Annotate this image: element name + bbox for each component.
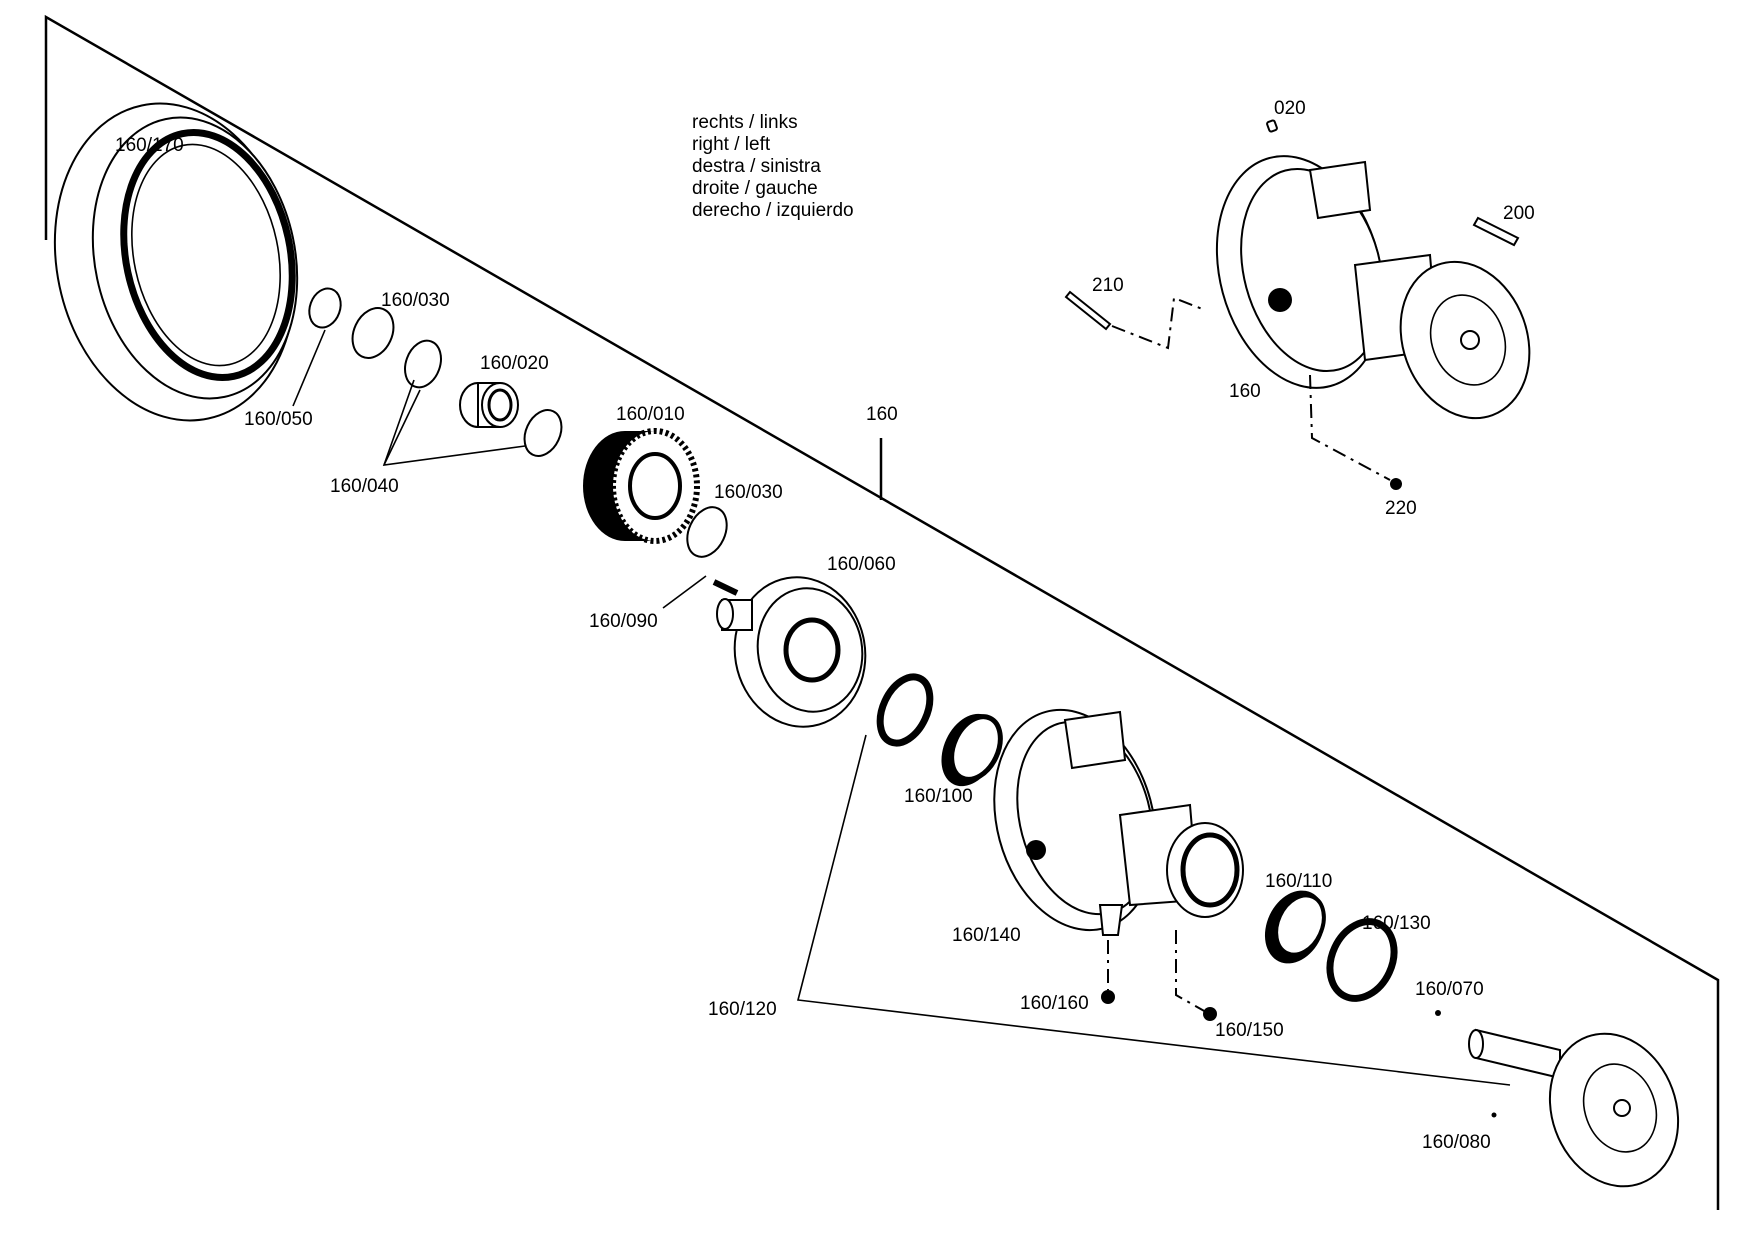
leader-pin-210 [1111, 296, 1206, 350]
legend-line-5: derecho / izquierdo [692, 200, 854, 221]
label-160: 160 [866, 404, 898, 425]
label-160-090: 160/090 [589, 611, 658, 632]
plug-150 [1203, 1007, 1217, 1021]
legend-line-2: right / left [692, 134, 771, 155]
shim-040a [404, 339, 442, 389]
label-160-160: 160/160 [1020, 993, 1089, 1014]
assembled-housing-160 [1215, 155, 1531, 420]
snap-ring-030b [686, 506, 728, 558]
label-160-030-a: 160/030 [381, 290, 450, 311]
bolt-020 [1266, 119, 1278, 133]
label-160-140: 160/140 [952, 925, 1021, 946]
label-160-020: 160/020 [480, 353, 549, 374]
stud-080 [1491, 1112, 1497, 1118]
label-160-070: 160/070 [1415, 979, 1484, 1000]
label-160-060: 160/060 [827, 554, 896, 575]
hub-shaft-080 [1468, 1028, 1680, 1188]
label-160-170: 160/170 [115, 135, 184, 156]
bearing-100 [941, 713, 1003, 787]
label-210: 210 [1092, 275, 1124, 296]
label-160-120: 160/120 [708, 999, 777, 1020]
bolt-200 [1472, 216, 1520, 247]
ring-gear-part [53, 102, 299, 422]
legend-line-3: destra / sinistra [692, 156, 821, 177]
seal-130 [1326, 918, 1398, 1002]
bolt-070 [1435, 1010, 1441, 1016]
side-legend: rechts / links right / left destra / sin… [692, 112, 854, 221]
label-160-assembly: 160 [1229, 381, 1261, 402]
planet-carrier-060 [716, 576, 867, 728]
callout-leaders [292, 329, 1511, 1086]
planet-gear-010 [583, 428, 700, 544]
plug-160 [1101, 990, 1115, 1004]
label-160-110: 160/110 [1265, 871, 1332, 892]
label-160-150: 160/150 [1215, 1020, 1284, 1041]
leader-plug-220 [1309, 374, 1391, 481]
callout-labels: 160/170 160/050 160/030 160/040 160/020 … [115, 98, 1535, 1153]
legend-line-1: rechts / links [692, 112, 798, 133]
seal-ring-120 [876, 673, 934, 747]
bushing-020 [459, 382, 519, 428]
label-160-040: 160/040 [330, 476, 399, 497]
snap-ring-050 [308, 287, 342, 329]
pin-090 [712, 579, 739, 596]
bearing-110 [1264, 890, 1326, 964]
label-160-080: 160/080 [1422, 1132, 1491, 1153]
label-160-050: 160/050 [244, 409, 313, 430]
shim-040b [523, 409, 563, 457]
pin-210 [1064, 290, 1112, 331]
bracket-frame [44, 14, 1720, 1210]
legend-line-4: droite / gauche [692, 178, 818, 199]
label-020: 020 [1274, 98, 1306, 119]
leader-plug-150 [1175, 930, 1207, 1013]
label-160-130: 160/130 [1362, 913, 1431, 934]
axle-housing-140 [993, 708, 1244, 936]
label-220: 220 [1385, 498, 1417, 519]
label-200: 200 [1503, 203, 1535, 224]
label-160-030-b: 160/030 [714, 482, 783, 503]
plug-220 [1390, 478, 1402, 490]
snap-ring-030a [351, 307, 395, 359]
label-160-010: 160/010 [616, 404, 685, 425]
label-160-100: 160/100 [904, 786, 973, 807]
